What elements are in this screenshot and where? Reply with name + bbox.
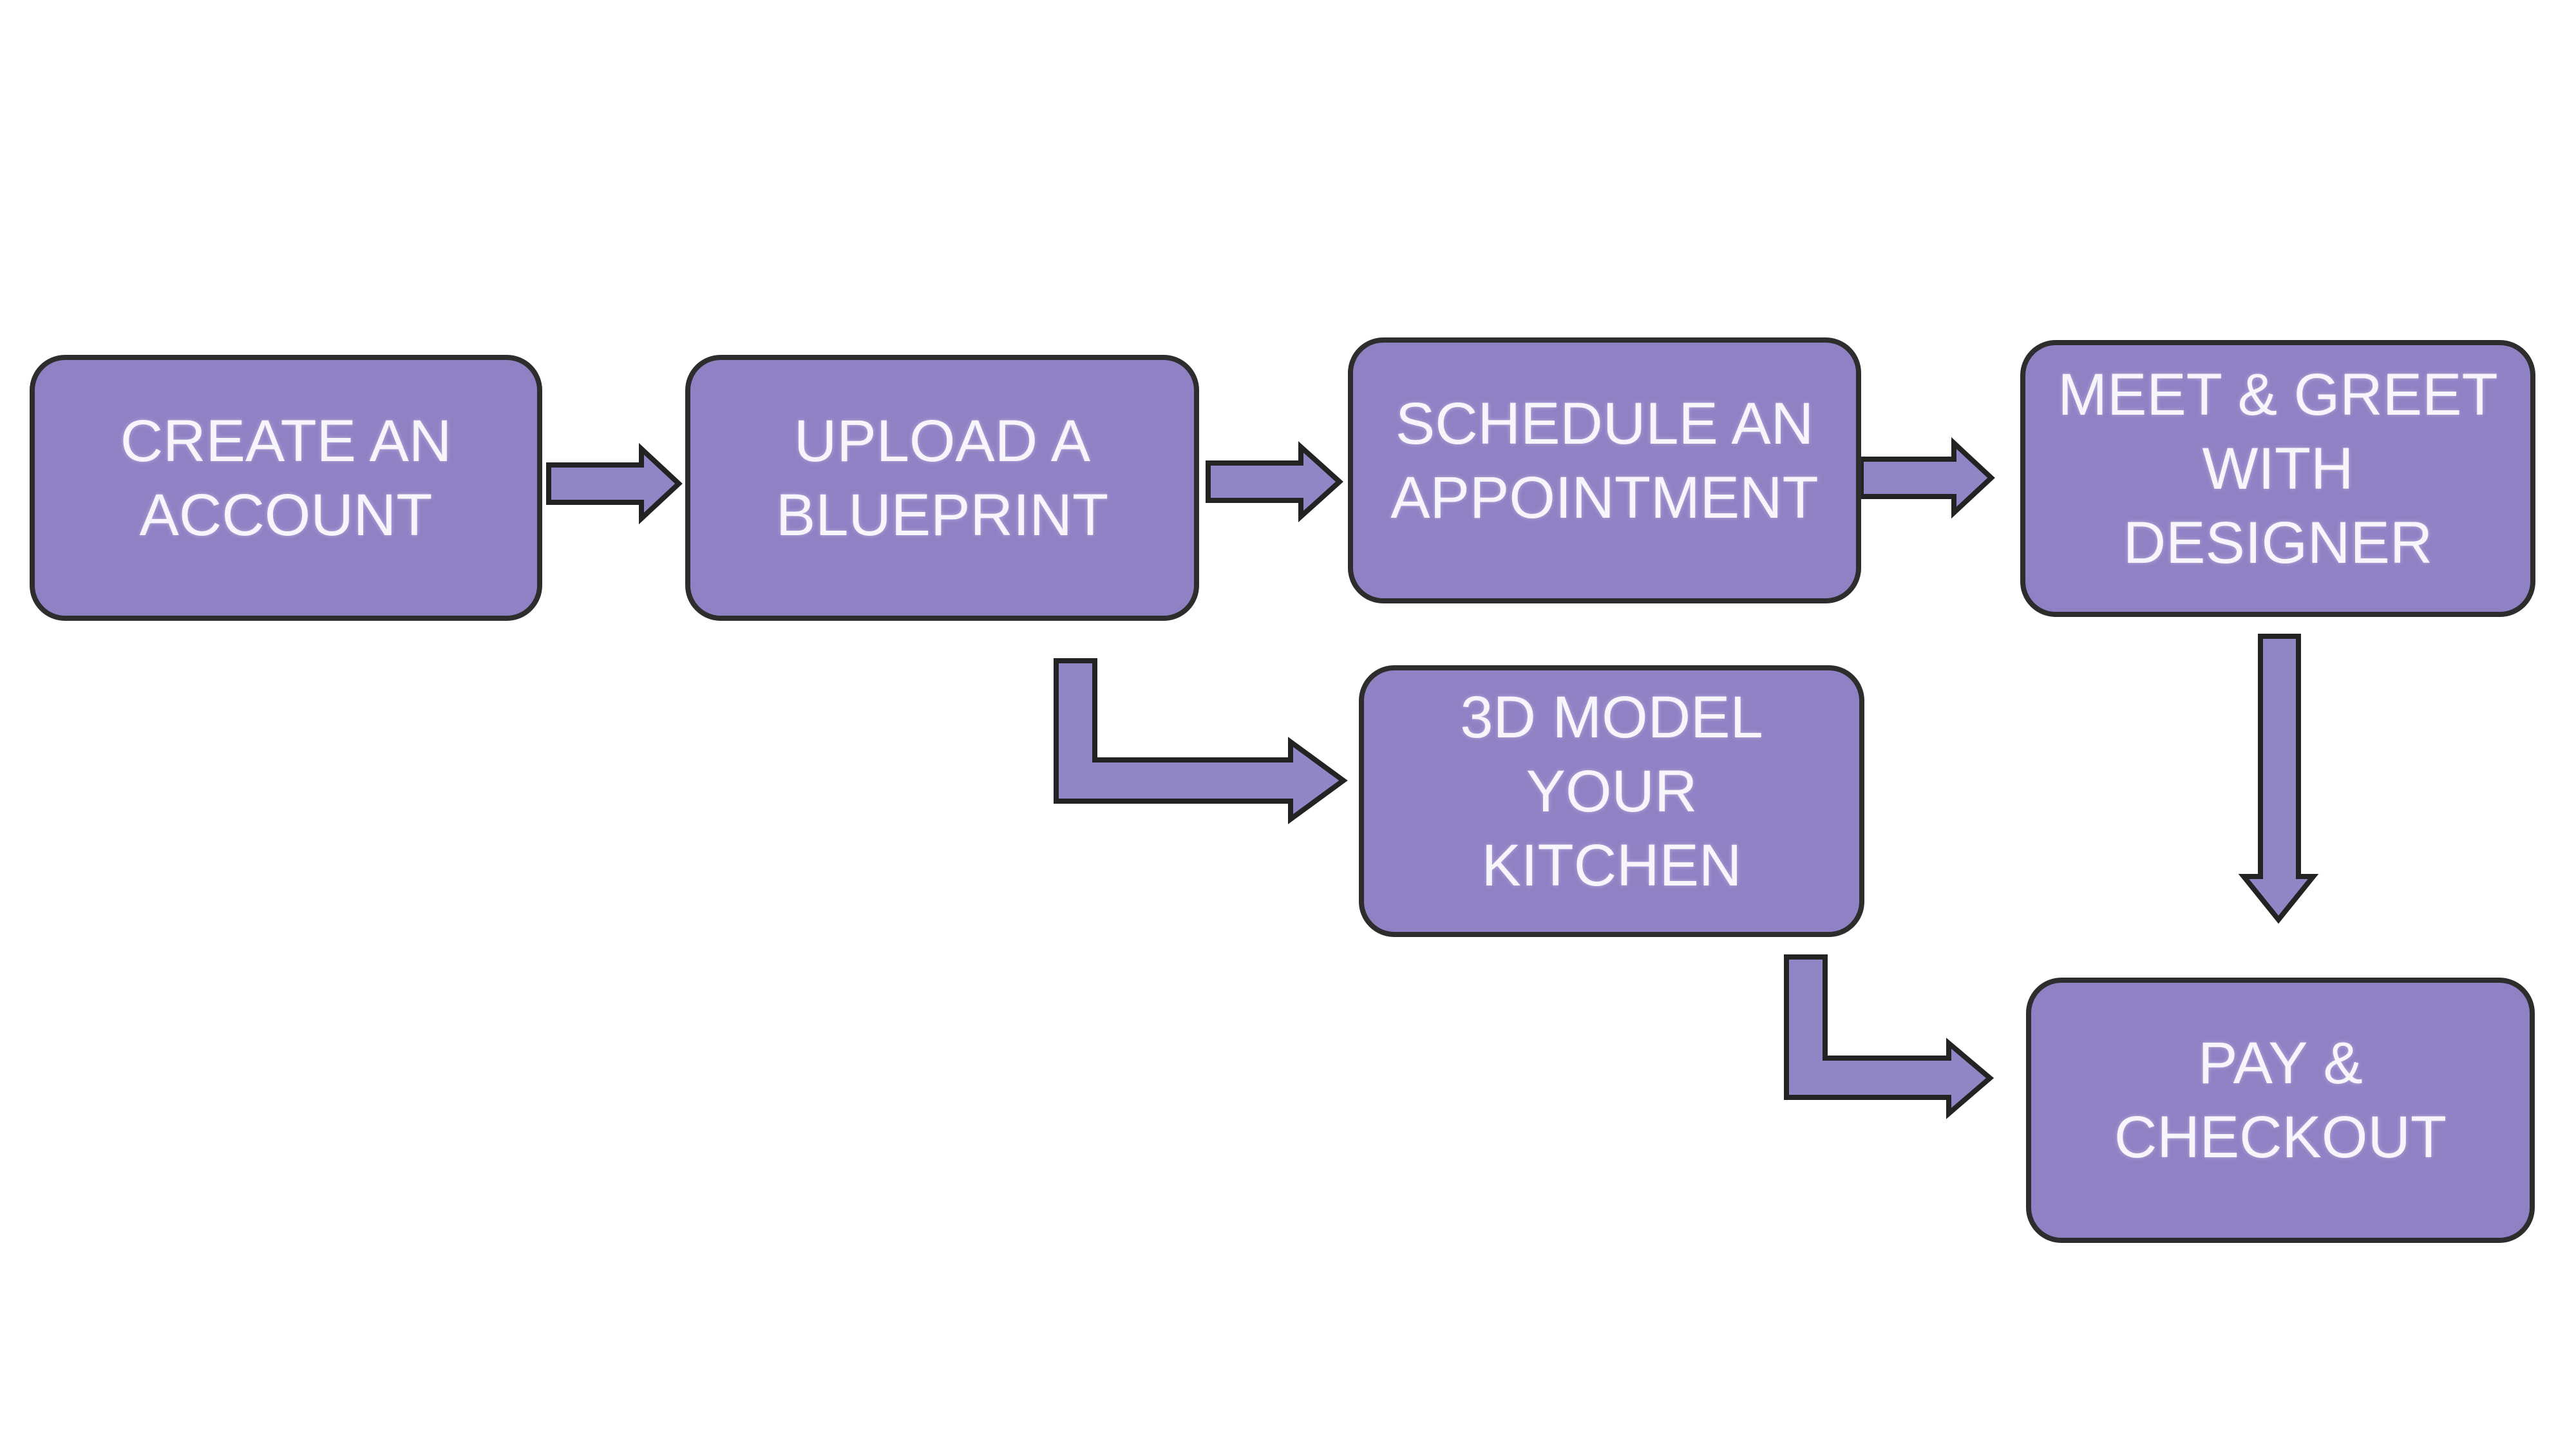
node-model-kitchen-label: 3D MODEL YOUR KITCHEN xyxy=(1460,684,1763,898)
arrow-upload-to-schedule-icon xyxy=(1206,441,1343,522)
node-model-kitchen: 3D MODEL YOUR KITCHEN xyxy=(1359,665,1864,937)
node-schedule-appointment: SCHEDULE AN APPOINTMENT xyxy=(1348,337,1861,603)
node-meet-greet-designer-label: MEET & GREET WITH DESIGNER xyxy=(2058,361,2498,576)
arrow-model-to-pay-elbow-icon xyxy=(1784,954,1994,1119)
node-pay-checkout: PAY & CHECKOUT xyxy=(2026,978,2535,1243)
arrow-schedule-to-meet-icon xyxy=(1859,437,1995,519)
node-upload-blueprint: UPLOAD A BLUEPRINT xyxy=(685,355,1199,621)
node-upload-blueprint-label: UPLOAD A BLUEPRINT xyxy=(775,408,1109,548)
node-meet-greet-designer: MEET & GREET WITH DESIGNER xyxy=(2020,340,2535,617)
node-pay-checkout-label: PAY & CHECKOUT xyxy=(2114,1030,2447,1170)
arrow-meet-to-pay-down-icon xyxy=(2238,634,2319,924)
arrow-create-to-upload-icon xyxy=(546,442,683,525)
node-create-account-label: CREATE AN ACCOUNT xyxy=(120,408,452,548)
arrow-upload-to-model-elbow-icon xyxy=(1054,658,1348,824)
node-schedule-appointment-label: SCHEDULE AN APPOINTMENT xyxy=(1390,390,1819,531)
node-create-account: CREATE AN ACCOUNT xyxy=(30,355,542,621)
